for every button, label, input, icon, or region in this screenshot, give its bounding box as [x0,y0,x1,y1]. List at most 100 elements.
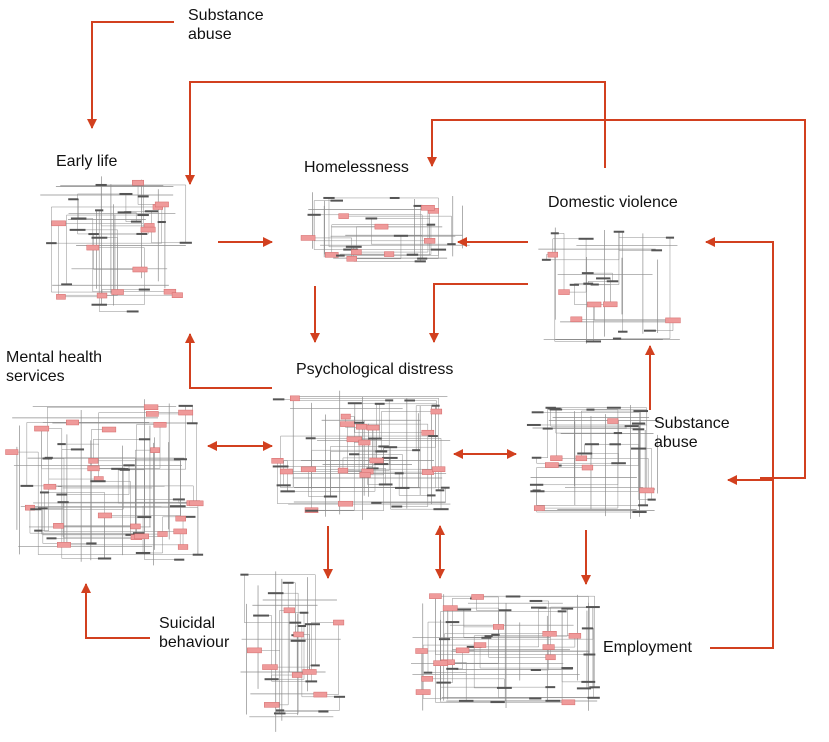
network-node [436,681,451,684]
network-node [493,624,504,630]
network-edge [29,507,139,534]
network-node [345,245,362,248]
network-node [305,680,318,683]
label-suicidal-behaviour: Suicidal behaviour [159,615,230,651]
network-node [305,437,316,440]
network-node [430,408,443,415]
network-node [170,505,186,508]
network-edge [556,444,593,459]
network-node [138,288,150,291]
network-edge [136,424,161,538]
network-edge [649,320,674,331]
network-node [44,456,53,459]
network-edge [294,398,439,470]
network-edge [328,197,439,250]
network-edge [277,460,346,504]
network-node [375,450,388,453]
network-node [299,611,309,614]
network-edge [124,469,145,518]
network-node [86,244,100,251]
network-node [366,424,380,431]
network-node [87,465,100,472]
network-edge [313,200,337,215]
network-node [578,237,594,240]
network-substance-abuse [526,404,660,519]
network-node [88,233,99,236]
network-node [568,633,582,639]
network-node [174,558,185,561]
network-node [549,408,563,411]
network-edge [61,494,105,559]
network-edge [51,243,118,293]
network-edge [444,633,550,640]
network-node [302,669,317,675]
network-node [585,606,600,609]
network-node [384,251,395,257]
network-node [359,472,371,478]
network-node [145,411,159,417]
network-homelessness [300,192,470,263]
network-node [157,221,166,224]
network-node [318,710,329,713]
network-node [349,453,360,456]
network-node [276,484,291,487]
network-mental-health-services [5,399,204,566]
network-edge [354,454,403,488]
network-node [589,686,600,689]
network-node [371,501,382,504]
network-node [132,179,144,186]
network-node [529,599,543,602]
network-edge [93,439,145,461]
network-node [69,228,86,231]
network-edge [371,218,452,245]
network-node [300,235,316,241]
network-edge [550,606,593,658]
network-node [587,301,602,308]
network-edge [444,607,594,640]
network-edge [51,206,158,244]
network-edge [488,608,568,637]
network-node [665,236,675,239]
network-node [638,504,649,507]
network-edge [536,467,588,485]
network-node [526,423,541,426]
network-node [431,404,440,407]
network-node [558,289,570,295]
network-node [374,463,389,466]
network-edge [47,406,152,459]
network-node [297,625,307,628]
label-psychological-distress: Psychological distress [296,361,454,378]
network-node [97,557,112,560]
network-edge [390,405,436,448]
network-node [340,413,351,420]
network-node [613,432,623,435]
network-node [557,610,567,613]
network-node [144,210,159,213]
network-node [20,484,34,487]
network-edge [479,645,568,669]
network-edge [308,439,355,470]
network-node [88,458,99,464]
network-edge [587,272,613,282]
network-node [389,196,400,199]
network-node [368,437,382,440]
arrow-domestic-to-distress [429,283,528,343]
network-node [346,256,357,262]
network-node [433,660,449,666]
network-node [30,508,42,511]
network-node [632,511,647,514]
network-node [291,672,303,678]
network-node [178,404,193,407]
network-node [530,606,547,609]
network-node [39,491,49,494]
network-node [180,515,196,518]
network-node [603,301,618,308]
network-node [618,330,628,333]
network-node [347,402,362,405]
network-node [300,466,316,473]
network-node [624,425,639,428]
network-node [435,489,445,492]
network-edge [100,184,150,227]
network-edge [356,207,429,253]
network-node [150,447,160,453]
